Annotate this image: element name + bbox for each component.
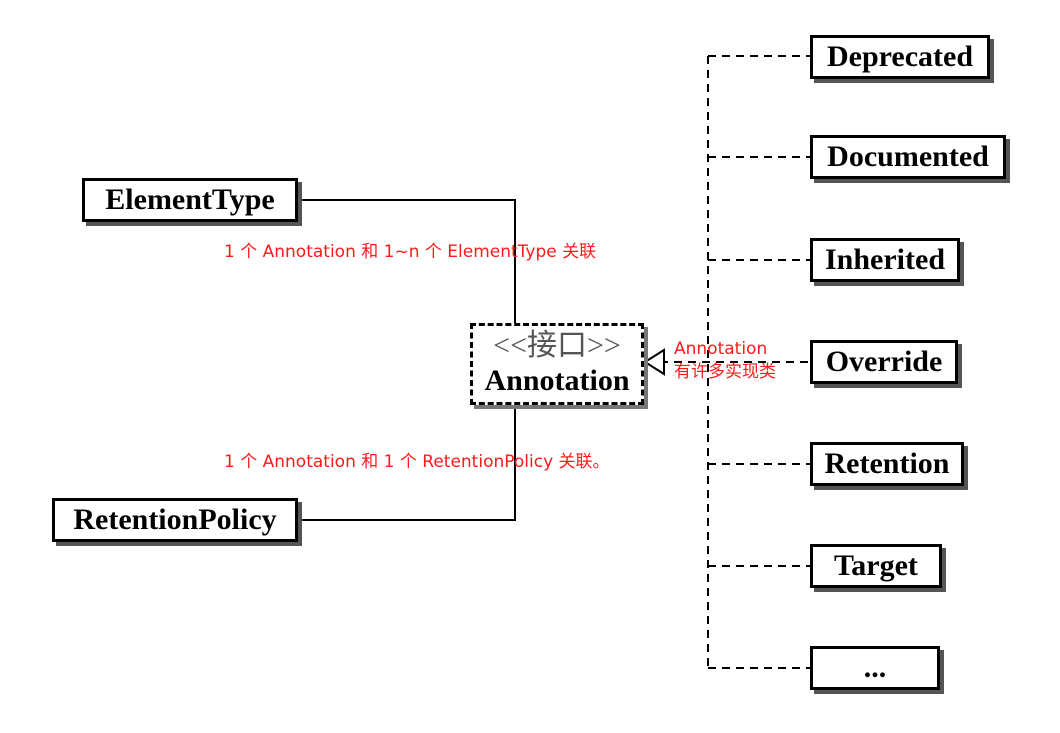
target-node: Target <box>810 544 942 588</box>
realization-arrowhead <box>643 348 665 376</box>
element-type-note: 1 个 Annotation 和 1~n 个 ElementType 关联 <box>224 242 597 262</box>
more-label: ... <box>863 651 887 684</box>
retention-policy-association-line <box>298 405 516 521</box>
override-node: Override <box>810 340 958 384</box>
override-label: Override <box>825 345 943 378</box>
annotation-interface-node: <<接口>> Annotation <box>470 323 644 405</box>
inherited-label: Inherited <box>825 243 945 276</box>
more-node: ... <box>810 646 940 690</box>
interface-name: Annotation <box>484 364 630 397</box>
deprecated-node: Deprecated <box>810 35 990 79</box>
implementations-note-line2: 有许多实现类 <box>674 362 776 382</box>
retention-label: Retention <box>824 447 950 480</box>
element-type-node: ElementType <box>82 178 298 222</box>
deprecated-label: Deprecated <box>826 40 974 73</box>
implementations-note-line1: Annotation <box>674 339 768 359</box>
interface-stereotype: <<接口>> <box>493 329 621 362</box>
element-type-label: ElementType <box>105 183 275 216</box>
retention-policy-node: RetentionPolicy <box>52 498 298 542</box>
inherited-node: Inherited <box>810 238 960 282</box>
retention-node: Retention <box>810 442 964 486</box>
retention-policy-label: RetentionPolicy <box>73 503 277 536</box>
target-label: Target <box>834 549 918 582</box>
documented-node: Documented <box>810 135 1006 179</box>
documented-label: Documented <box>827 140 989 173</box>
element-type-association-line <box>298 199 516 323</box>
retention-policy-note: 1 个 Annotation 和 1 个 RetentionPolicy 关联。 <box>224 452 610 472</box>
